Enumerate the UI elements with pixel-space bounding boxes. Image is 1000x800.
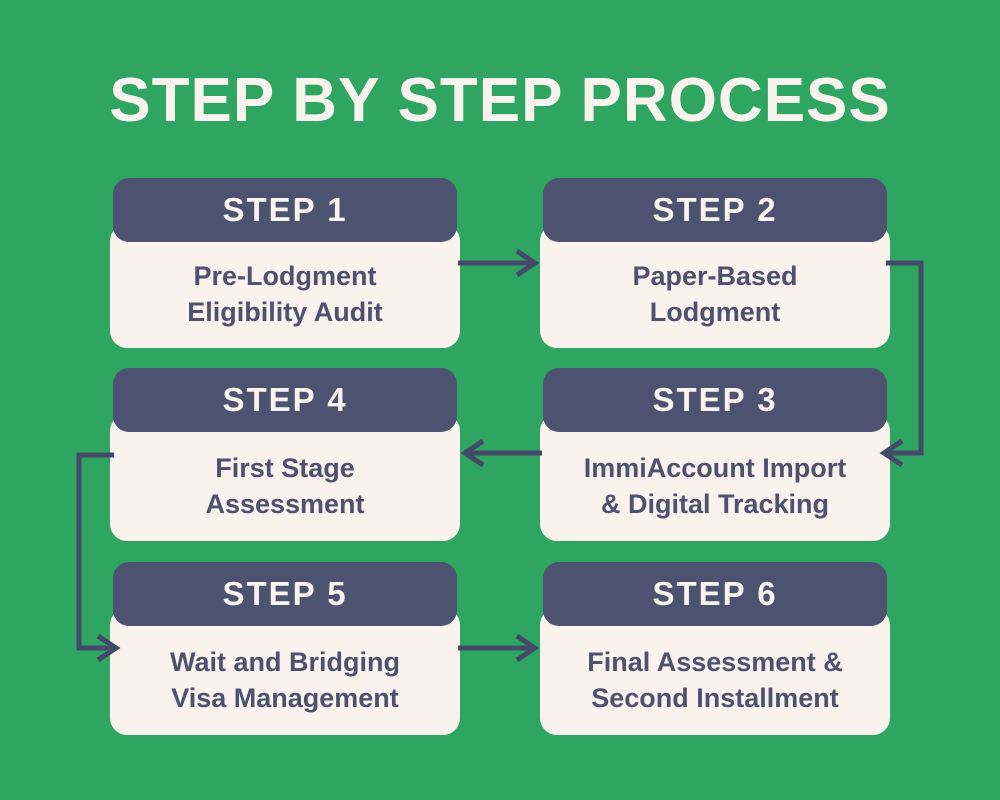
step-1-body: Pre-Lodgment Eligibility Audit [110,224,460,348]
arrow-right-icon [515,633,540,663]
connector-step5-step6 [458,633,540,663]
step-6-header: STEP 6 [543,562,887,626]
step-5-description: Wait and Bridging Visa Management [170,646,400,713]
step-card-5: Wait and Bridging Visa Management STEP 5 [110,562,460,735]
step-4-header: STEP 4 [113,368,457,432]
connector-step1-step2 [458,248,540,278]
connector-step3-step4 [460,438,542,468]
step-5-body: Wait and Bridging Visa Management [110,608,460,735]
step-3-description: ImmiAccount Import & Digital Tracking [583,452,847,519]
step-card-3: ImmiAccount Import & Digital Tracking ST… [540,368,890,541]
step-card-4: First Stage Assessment STEP 4 [110,368,460,541]
step-2-body: Paper-Based Lodgment [540,224,890,348]
step-6-description: Final Assessment & Second Installment [587,646,843,713]
step-5-header: STEP 5 [113,562,457,626]
step-1-description: Pre-Lodgment Eligibility Audit [187,261,383,327]
connector-line [886,260,924,456]
step-4-body: First Stage Assessment [110,414,460,541]
step-card-6: Final Assessment & Second Installment ST… [540,562,890,735]
arrow-right-icon [515,248,540,278]
step-3-body: ImmiAccount Import & Digital Tracking [540,414,890,541]
step-card-1: Pre-Lodgment Eligibility Audit STEP 1 [110,178,460,348]
connector-line [76,452,114,651]
step-4-description: First Stage Assessment [205,452,365,519]
step-6-body: Final Assessment & Second Installment [540,608,890,735]
step-1-header: STEP 1 [113,178,457,242]
step-2-description: Paper-Based Lodgment [632,261,798,327]
step-3-header: STEP 3 [543,368,887,432]
page-title: STEP BY STEP PROCESS [109,66,891,135]
step-card-2: Paper-Based Lodgment STEP 2 [540,178,890,348]
arrow-left-icon [460,438,485,468]
step-2-header: STEP 2 [543,178,887,242]
